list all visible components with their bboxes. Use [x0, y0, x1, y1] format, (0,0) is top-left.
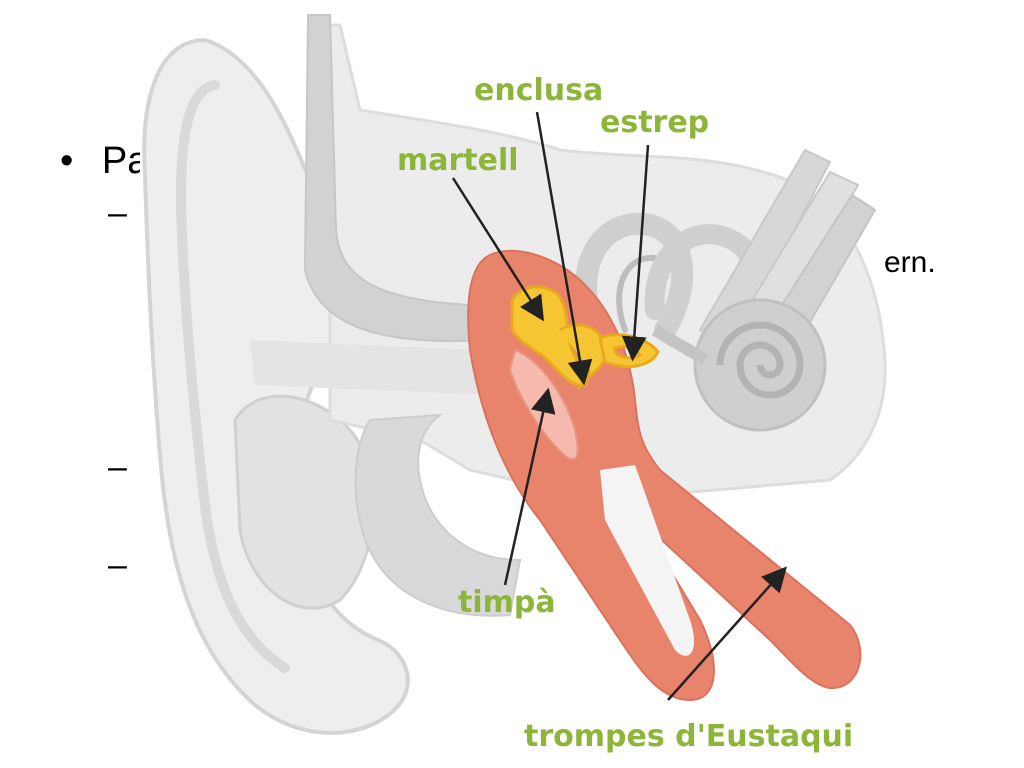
tube-gap	[600, 465, 695, 656]
jaw-shape	[354, 413, 522, 617]
vestibular-link	[651, 324, 709, 366]
label-martell: martell	[397, 143, 519, 178]
text-fragment: ern.	[884, 246, 936, 279]
arrow-estrep	[621, 144, 650, 362]
leader-arrows	[451, 111, 787, 701]
sub-bullet-dash-1: –	[108, 194, 127, 232]
sub-bullet-dash-2: –	[108, 448, 127, 486]
arrow-enclusa	[535, 111, 593, 386]
arrow-trompes	[667, 566, 787, 701]
label-estrep: estrep	[600, 105, 709, 140]
ear-canal-lower	[250, 340, 495, 395]
label-trompes: trompes d'Eustaqui	[524, 719, 853, 754]
arrow-timpa	[503, 387, 556, 586]
cochlea	[693, 298, 827, 432]
bullet-symbol: •	[60, 140, 74, 182]
sub-bullet-dash-3: –	[108, 546, 127, 584]
label-enclusa: enclusa	[474, 73, 603, 108]
pinna-fold	[175, 80, 290, 673]
label-timpa: timpà	[458, 585, 556, 620]
arrow-martell	[451, 177, 545, 322]
